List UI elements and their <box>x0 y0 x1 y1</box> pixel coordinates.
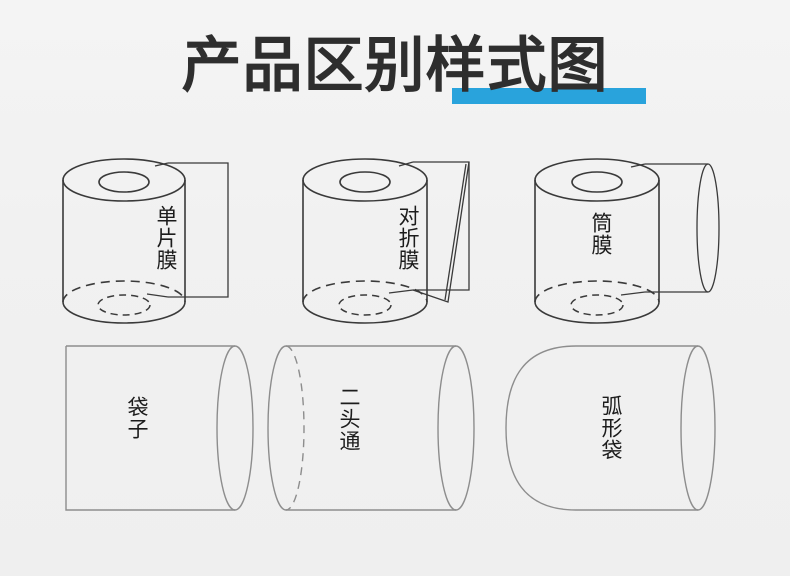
diagram-item-arc-bag: 弧形袋 <box>498 338 723 523</box>
roll2-core-hole <box>339 171 391 193</box>
page-title: 产品区别样式图 <box>0 30 790 110</box>
bag-left-and-bottom <box>65 346 235 511</box>
single-film-drawing <box>62 158 229 324</box>
roll-bottom-core <box>97 294 151 316</box>
bag-open-end-ellipse <box>216 345 254 511</box>
bag-drawing <box>65 345 254 511</box>
roll-top-outer <box>62 158 186 202</box>
roll-bottom-front <box>62 301 186 324</box>
diagram-item-tube-film: 筒膜 <box>525 150 740 340</box>
roll-core-hole <box>98 171 150 193</box>
diagram-item-single-film: 单片膜 <box>55 150 255 340</box>
two-way-tube-drawing <box>267 345 475 511</box>
arc-bag-end-ellipse <box>680 345 716 511</box>
folded-film-drawing <box>302 158 470 324</box>
diagram-item-bag: 袋子 <box>60 338 270 523</box>
flat-sheet-outline <box>168 162 229 298</box>
roll2-top-outer <box>302 158 428 202</box>
roll3-bottom-back <box>534 280 660 303</box>
tube2-left-front <box>267 345 287 511</box>
roll-bottom-back <box>62 280 186 303</box>
folded-sheet-bottom-join <box>388 289 414 294</box>
page-title-text: 产品区别样式图 <box>181 31 609 101</box>
arc-bag-body-outline <box>505 345 698 511</box>
label-bag: 袋子 <box>125 396 149 440</box>
tube2-right-ellipse <box>437 345 475 511</box>
folded-sheet-panel <box>413 161 470 291</box>
title-inner: 产品区别样式图 <box>181 30 646 104</box>
arc-bag-drawing <box>505 345 716 511</box>
label-single-film: 单片膜 <box>154 205 178 271</box>
sheet-bottom-join <box>146 293 169 298</box>
tube-film-drawing <box>534 158 720 324</box>
roll3-core-hole <box>571 171 623 193</box>
roll2-bottom-core <box>338 294 392 316</box>
tube2-left-back <box>285 345 305 511</box>
folded-sheet-flap <box>412 161 470 303</box>
tube-end-ellipse <box>696 163 720 293</box>
label-tube-film: 筒膜 <box>589 212 613 256</box>
diagram-item-folded-film: 对折膜 <box>293 150 503 340</box>
diagram-item-two-way-tube: 二头通 <box>266 338 486 523</box>
roll2-bottom-front <box>302 301 428 324</box>
label-two-way-tube: 二头通 <box>337 386 361 452</box>
title-highlight-bar <box>451 88 646 104</box>
folded-sheet-crease <box>444 163 467 301</box>
roll3-top-outer <box>534 158 660 202</box>
label-folded-film: 对折膜 <box>396 205 420 271</box>
roll3-bottom-core <box>570 294 624 316</box>
tube-top-join <box>630 163 646 168</box>
tube-bottom-join <box>620 291 646 296</box>
roll3-bottom-front <box>534 301 660 324</box>
label-arc-bag: 弧形袋 <box>599 395 623 461</box>
sheet-top-join <box>154 162 169 167</box>
roll2-bottom-back <box>302 280 428 303</box>
